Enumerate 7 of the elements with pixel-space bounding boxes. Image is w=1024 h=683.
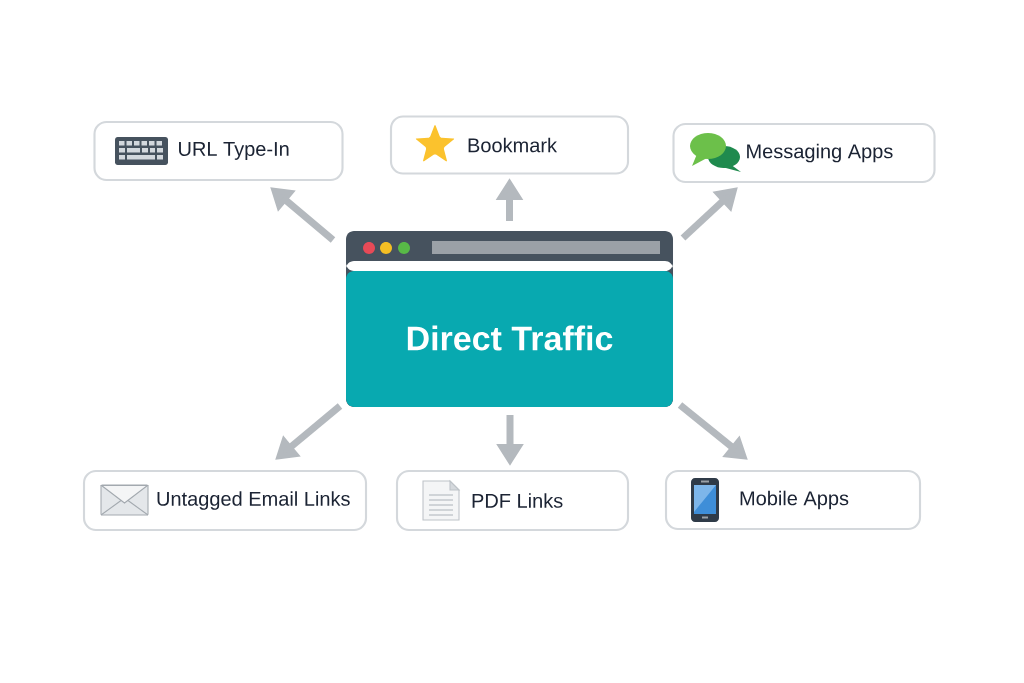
- source-box: Untagged Email Links: [82, 469, 368, 532]
- source-box: Bookmark: [389, 115, 630, 175]
- source-box: Messaging Apps: [672, 122, 936, 184]
- source-box: PDF Links: [395, 469, 630, 532]
- source-box: URL Type-In: [93, 120, 344, 182]
- browser-window: Direct Traffic: [346, 231, 673, 407]
- source-box: Mobile Apps: [664, 469, 922, 531]
